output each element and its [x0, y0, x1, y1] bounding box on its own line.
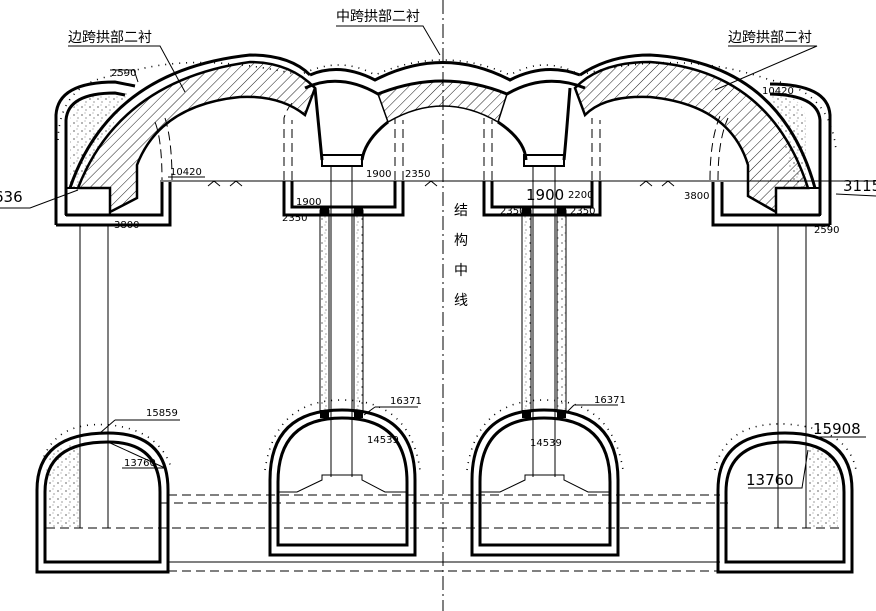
left-arch-hidden-line: [154, 117, 173, 181]
left-upper-pilot-tunnel: [54, 80, 172, 227]
dim-15908: 15908: [813, 420, 861, 438]
dim-2200: 2200: [568, 190, 593, 201]
side-arch-lining-label-right: 边跨拱部二衬: [728, 30, 812, 46]
left-side-arch-lining: [76, 60, 317, 215]
middle-arch-structure: [283, 61, 601, 180]
dim-3800-right: 3800: [684, 191, 709, 202]
dim-14539-a: 14539: [367, 435, 399, 446]
dim-3800-left: 3800: [114, 220, 139, 231]
mid-left-top-box: [282, 181, 405, 217]
dim-13760-right: 13760: [746, 471, 794, 489]
dim-2350-mid-top: 2350: [405, 169, 430, 180]
dim-2350-mid-inner: 2350: [282, 213, 307, 224]
dim-10420-right: 10420: [762, 86, 794, 97]
bottom-connecting-lines: [46, 494, 840, 572]
leader-lines: [0, 25, 876, 489]
dim-1900-right: 1900: [526, 186, 564, 204]
side-arch-lining-label-left: 边跨拱部二衬: [68, 30, 152, 46]
dim-10420-left: 10420: [170, 167, 202, 178]
dim-15859: 15859: [146, 408, 178, 419]
bottom-mid-left-pilot-tunnel: [264, 399, 421, 557]
dim-2350-right-b: 2350: [570, 206, 595, 217]
bottom-mid-right-pilot-tunnel: [466, 399, 624, 557]
centerline-char: 构: [454, 233, 468, 249]
right-columns: [521, 166, 567, 477]
dim-636: 636: [0, 188, 23, 206]
centerline-char: 线: [454, 293, 468, 309]
right-upper-pilot-tunnel: [711, 82, 832, 227]
centerline-char: 中: [454, 263, 468, 279]
centerline-label: 结 构 中 线: [454, 203, 468, 309]
dim-3115: 3115: [843, 177, 876, 195]
left-arch-outer-line: [68, 53, 312, 189]
dim-16371-b: 16371: [594, 395, 626, 406]
bottom-right-pilot-tunnel: [714, 423, 857, 574]
centerline-char: 结: [454, 203, 468, 219]
mid-arch-lining-label: 中跨拱部二衬: [336, 9, 420, 25]
dim-16371-a: 16371: [390, 396, 422, 407]
dim-13760-left: 13760: [124, 458, 156, 469]
dim-2590-right: 2590: [814, 225, 839, 236]
right-arch-hidden-line: [709, 115, 729, 181]
dim-2350-right-a: 2350: [500, 206, 525, 217]
mid-right-top-box: [482, 181, 602, 217]
dim-1900-mid-top: 1900: [366, 169, 391, 180]
dim-2590-left: 2590: [111, 68, 136, 79]
dim-14539-b: 14539: [530, 438, 562, 449]
bottom-left-pilot-tunnel: [35, 423, 173, 574]
left-columns: [319, 166, 364, 477]
dim-1900-mid-inner: 1900: [296, 197, 321, 208]
